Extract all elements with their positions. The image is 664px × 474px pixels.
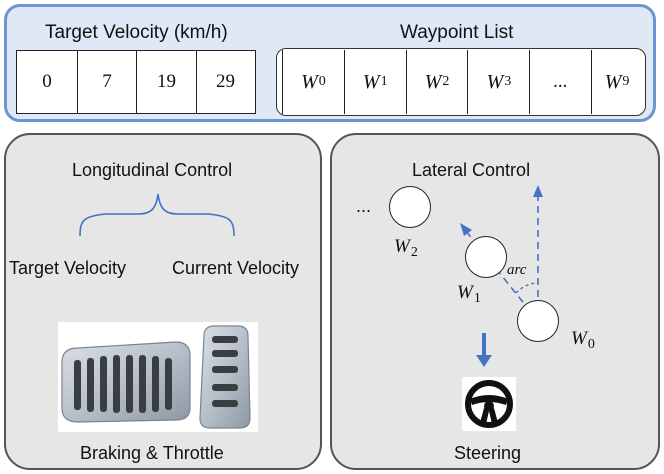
lateral-ellipsis: ... <box>356 196 372 216</box>
velocity-cells: 0 7 19 29 <box>16 50 256 114</box>
waypoint-group-frame <box>276 48 646 116</box>
arc-label: arc <box>507 262 527 278</box>
pedals-image <box>58 322 258 432</box>
input-brace <box>79 193 235 237</box>
velocity-title: Target Velocity (km/h) <box>45 22 228 43</box>
waypoint-title: Waypoint List <box>400 22 514 43</box>
velocity-cell: 29 <box>216 71 235 92</box>
steering-wheel-icon <box>462 377 516 431</box>
current-velocity-label: Current Velocity <box>172 258 300 278</box>
waypoint-w1-circle <box>465 236 507 278</box>
velocity-cell: 0 <box>17 51 78 113</box>
velocity-cell: 19 <box>137 51 197 113</box>
lateral-title: Lateral Control <box>412 160 531 180</box>
w0-label: W0 <box>571 328 595 352</box>
waypoint-w0-circle <box>517 300 559 342</box>
longitudinal-panel <box>4 133 322 470</box>
velocity-cell: 7 <box>78 51 137 113</box>
target-velocity-label: Target Velocity <box>9 258 127 278</box>
steering-label: Steering <box>454 443 522 463</box>
braking-throttle-label: Braking & Throttle <box>80 443 224 463</box>
waypoint-cell: ... <box>530 50 593 114</box>
w1-label: W1 <box>457 282 481 306</box>
w2-label: W2 <box>394 236 418 260</box>
longitudinal-title: Longitudinal Control <box>72 160 233 180</box>
waypoint-w2-circle <box>389 186 431 228</box>
